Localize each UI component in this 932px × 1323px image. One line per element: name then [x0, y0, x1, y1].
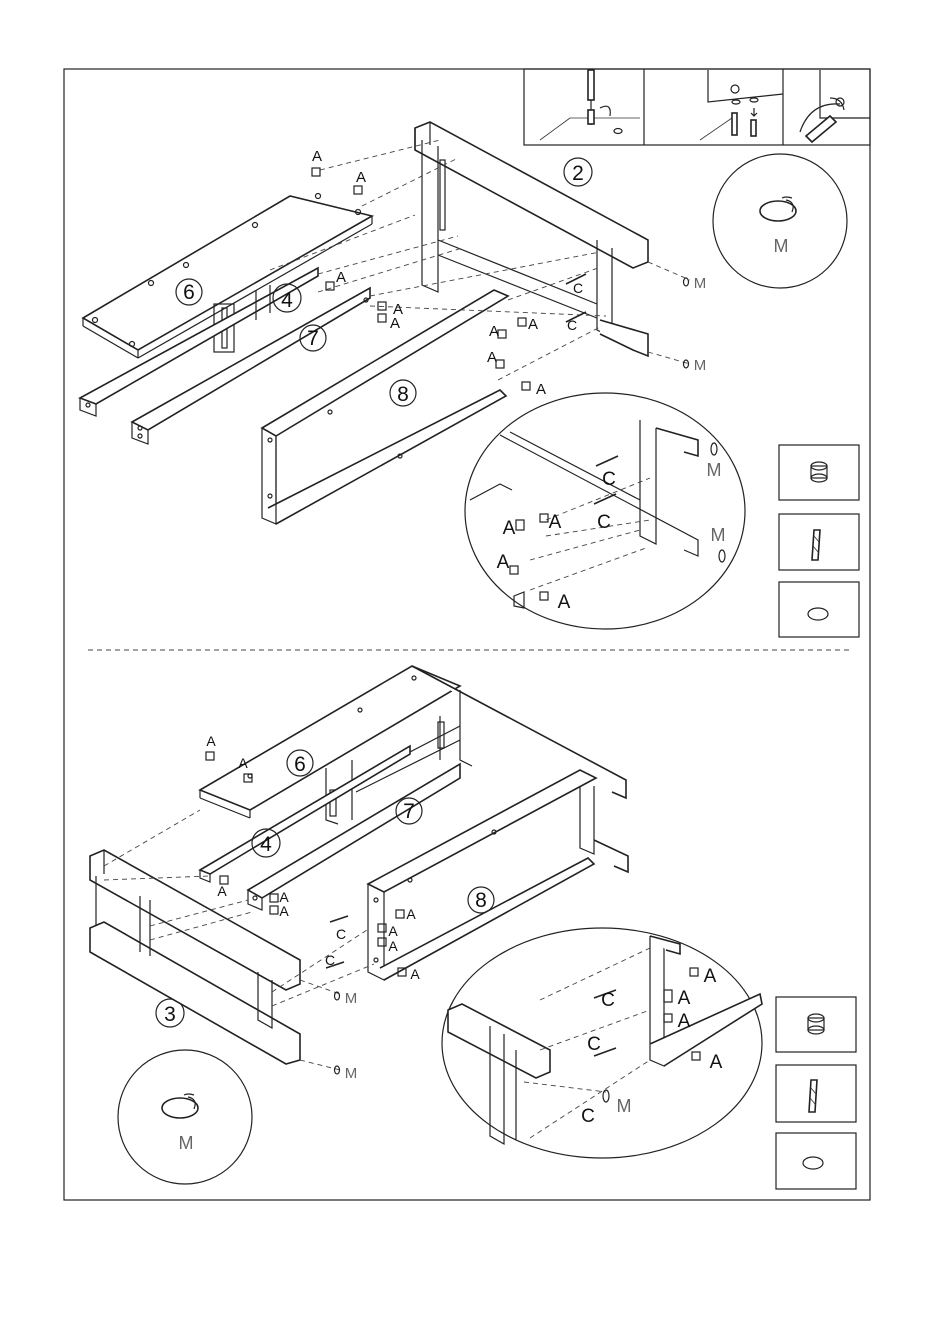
part-8-label: 8: [397, 383, 409, 406]
cap-detail-label: M: [179, 1133, 194, 1153]
cover-cap-icon: [803, 1157, 823, 1169]
step-3-diagram: 3 6 4: [90, 666, 856, 1189]
zoom-label-c: C: [581, 1106, 595, 1127]
zoom-detail-step2: [465, 393, 745, 629]
zoom-detail-step3: [442, 928, 762, 1158]
step-number: 3: [164, 1003, 176, 1026]
hw-label-a: A: [206, 733, 216, 749]
hw-label-a: A: [528, 316, 538, 333]
zoom-label-a: A: [503, 518, 516, 539]
dowel-icon: [809, 1080, 817, 1112]
hw-label-a: A: [356, 169, 366, 186]
hw-label-c: C: [336, 926, 346, 942]
zoom-label-m: M: [711, 525, 726, 545]
hw-label-a: A: [406, 906, 416, 922]
hw-label-a: A: [390, 315, 400, 332]
hardware-legend-step3: [776, 997, 856, 1189]
cap-detail-circle: [713, 154, 847, 288]
zoom-label-c: C: [601, 990, 615, 1011]
zoom-label-a: A: [710, 1052, 723, 1073]
hw-label-a: A: [238, 755, 248, 771]
hw-label-a: A: [388, 923, 398, 939]
dowel-icon: [812, 530, 820, 560]
hw-label-a: A: [279, 903, 289, 919]
hw-label-m: M: [345, 990, 358, 1007]
cover-cap-icon: [684, 278, 689, 368]
hw-label-a: A: [336, 269, 346, 286]
cam-lock-turn-icon: [800, 70, 870, 142]
hw-label-c: C: [567, 317, 577, 333]
part-6-label: 6: [294, 753, 306, 776]
hw-label-a: A: [536, 381, 546, 398]
panel-6: [83, 194, 372, 359]
part-4-label: 4: [260, 833, 272, 856]
cap-detail-label: M: [774, 236, 789, 256]
zoom-label-a: A: [549, 512, 562, 533]
hw-label-c: C: [325, 952, 335, 968]
hardware-legend-step2: [779, 445, 859, 637]
zoom-label-c: C: [597, 512, 611, 533]
cam-bolt-insert-icon: [700, 70, 783, 140]
hw-label-m: M: [694, 275, 707, 292]
part-8-label: 8: [475, 889, 487, 912]
zoom-label-c: C: [602, 469, 616, 490]
hw-label-a: A: [217, 883, 227, 899]
zoom-label-a: A: [558, 592, 571, 613]
cam-lock-icon: [808, 1014, 824, 1034]
cover-cap-icon: [808, 608, 828, 620]
hw-label-a: A: [487, 349, 497, 366]
hw-label-a: A: [388, 938, 398, 954]
hw-label-a: A: [410, 966, 420, 982]
hw-label-c: C: [573, 280, 583, 296]
zoom-label-a: A: [704, 966, 717, 987]
zoom-label-a: A: [678, 1011, 691, 1032]
cam-lock-icon: [811, 462, 827, 482]
part-7-label: 7: [403, 800, 415, 823]
cap-detail-circle: [118, 1050, 252, 1184]
zoom-label-a: A: [678, 988, 691, 1009]
zoom-label-m: M: [707, 460, 722, 480]
tool-instruction-strip: [524, 69, 870, 145]
hw-label-a: A: [312, 148, 322, 165]
zoom-label-c: C: [587, 1034, 601, 1055]
hw-label-a: A: [489, 323, 499, 340]
part-7-label: 7: [307, 327, 319, 350]
cover-cap-icon: [335, 992, 340, 1074]
hw-label-m: M: [694, 357, 707, 374]
panel-8: [262, 290, 508, 524]
step-number: 2: [572, 162, 584, 185]
part-4-label: 4: [281, 289, 293, 312]
step-2-diagram: 2: [80, 122, 859, 637]
zoom-label-a: A: [497, 552, 510, 573]
screwdriver-icon: [540, 70, 640, 140]
zoom-label-m: M: [617, 1096, 632, 1116]
hw-label-m: M: [345, 1065, 358, 1082]
part-6-label: 6: [183, 281, 195, 304]
